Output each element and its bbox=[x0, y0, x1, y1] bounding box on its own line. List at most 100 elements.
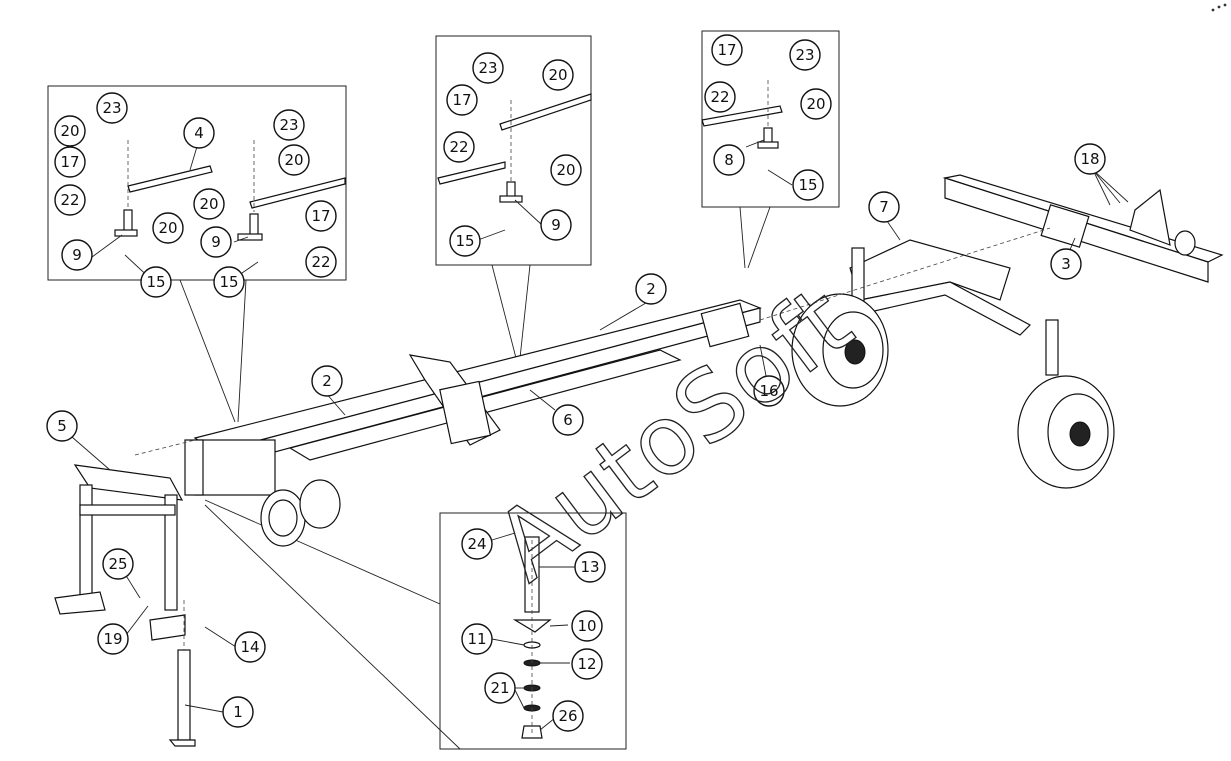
callout-20b: 20 bbox=[152, 212, 184, 244]
callout-25: 25 bbox=[102, 548, 134, 580]
wheel-frame bbox=[849, 239, 1059, 376]
svg-text:23: 23 bbox=[795, 46, 814, 64]
svg-text:19: 19 bbox=[103, 630, 122, 648]
callout-20d: 20 bbox=[193, 188, 225, 220]
detail-box-right bbox=[701, 30, 840, 208]
svg-text:14: 14 bbox=[240, 638, 259, 656]
callout-2b: 2 bbox=[635, 273, 667, 305]
svg-text:2: 2 bbox=[322, 372, 332, 390]
svg-text:2: 2 bbox=[646, 280, 656, 298]
svg-text:23: 23 bbox=[102, 99, 121, 117]
svg-text:3: 3 bbox=[1061, 255, 1071, 273]
svg-text:20: 20 bbox=[60, 122, 79, 140]
callout-20e: 20 bbox=[542, 59, 574, 91]
svg-text:9: 9 bbox=[72, 246, 82, 264]
callout-15d: 15 bbox=[792, 169, 824, 201]
callout-15c: 15 bbox=[449, 225, 481, 257]
callout-17b: 17 bbox=[305, 200, 337, 232]
callout-20c: 20 bbox=[278, 144, 310, 176]
svg-text:15: 15 bbox=[219, 273, 238, 291]
svg-text:11: 11 bbox=[467, 630, 486, 648]
svg-text:5: 5 bbox=[57, 417, 67, 435]
callout-16: 16 bbox=[753, 375, 785, 407]
wheel-left bbox=[791, 293, 889, 407]
svg-text:10: 10 bbox=[577, 617, 596, 635]
callout-7: 7 bbox=[868, 191, 900, 223]
callout-22c: 22 bbox=[443, 131, 475, 163]
svg-text:17: 17 bbox=[717, 41, 736, 59]
svg-text:22: 22 bbox=[449, 138, 468, 156]
svg-text:21: 21 bbox=[490, 679, 509, 697]
svg-text:4: 4 bbox=[194, 124, 204, 142]
svg-text:23: 23 bbox=[279, 116, 298, 134]
callout-5: 5 bbox=[46, 410, 78, 442]
callout-8: 8 bbox=[713, 144, 745, 176]
callout-21: 21 bbox=[484, 672, 516, 704]
svg-text:16: 16 bbox=[759, 382, 778, 400]
detail-left-parts bbox=[114, 140, 346, 241]
callout-22d: 22 bbox=[704, 81, 736, 113]
callout-14: 14 bbox=[234, 631, 266, 663]
callout-9c: 9 bbox=[540, 209, 572, 241]
svg-text:17: 17 bbox=[311, 207, 330, 225]
callout-10: 10 bbox=[571, 610, 603, 642]
svg-text:15: 15 bbox=[798, 176, 817, 194]
callout-23b: 23 bbox=[273, 109, 305, 141]
detail-leaders bbox=[179, 206, 771, 750]
callout-11: 11 bbox=[461, 623, 493, 655]
callout-20g: 20 bbox=[800, 88, 832, 120]
svg-text:20: 20 bbox=[199, 195, 218, 213]
callout-18: 18 bbox=[1074, 143, 1106, 175]
callout-23c: 23 bbox=[472, 52, 504, 84]
callout-26: 26 bbox=[552, 700, 584, 732]
svg-text:8: 8 bbox=[724, 151, 734, 169]
detail-center-parts bbox=[437, 93, 592, 203]
svg-text:17: 17 bbox=[60, 153, 79, 171]
callout-20f: 20 bbox=[550, 154, 582, 186]
detail-box-center bbox=[435, 35, 592, 266]
callout-12: 12 bbox=[571, 648, 603, 680]
callout-17d: 17 bbox=[711, 34, 743, 66]
jack-stand bbox=[168, 600, 196, 747]
svg-text:20: 20 bbox=[548, 66, 567, 84]
svg-text:20: 20 bbox=[556, 161, 575, 179]
svg-text:26: 26 bbox=[558, 707, 577, 725]
detail-box-left bbox=[47, 85, 347, 281]
svg-text:15: 15 bbox=[455, 232, 474, 250]
svg-text:18: 18 bbox=[1080, 150, 1099, 168]
svg-text:6: 6 bbox=[563, 411, 573, 429]
callout-17a: 17 bbox=[54, 146, 86, 178]
callout-23a: 23 bbox=[96, 92, 128, 124]
callout-23d: 23 bbox=[789, 39, 821, 71]
svg-text:24: 24 bbox=[467, 535, 486, 553]
callout-19: 19 bbox=[97, 623, 129, 655]
callout-4: 4 bbox=[183, 117, 215, 149]
callout-13: 13 bbox=[574, 551, 606, 583]
svg-text:13: 13 bbox=[580, 558, 599, 576]
svg-text:22: 22 bbox=[710, 88, 729, 106]
svg-text:15: 15 bbox=[146, 273, 165, 291]
svg-text:22: 22 bbox=[60, 191, 79, 209]
corner-mark-icon bbox=[1211, 3, 1227, 12]
svg-text:25: 25 bbox=[108, 555, 127, 573]
callout-20a: 20 bbox=[54, 115, 86, 147]
svg-text:17: 17 bbox=[452, 91, 471, 109]
callout-2a: 2 bbox=[311, 365, 343, 397]
svg-text:20: 20 bbox=[806, 95, 825, 113]
svg-text:20: 20 bbox=[158, 219, 177, 237]
callout-22b: 22 bbox=[305, 246, 337, 278]
callout-17c: 17 bbox=[446, 84, 478, 116]
callout-9b: 9 bbox=[200, 226, 232, 258]
watermark-text: AutoSoft bbox=[475, 265, 872, 603]
hitch-assembly bbox=[54, 439, 196, 641]
callout-15a: 15 bbox=[140, 266, 172, 298]
detail-right-parts bbox=[701, 80, 783, 149]
rear-bar bbox=[759, 174, 1224, 321]
callout-3: 3 bbox=[1050, 248, 1082, 280]
svg-text:7: 7 bbox=[879, 198, 889, 216]
wheel-right bbox=[1017, 375, 1115, 489]
svg-text:9: 9 bbox=[551, 216, 561, 234]
callout-6: 6 bbox=[552, 404, 584, 436]
main-frame bbox=[184, 299, 762, 547]
